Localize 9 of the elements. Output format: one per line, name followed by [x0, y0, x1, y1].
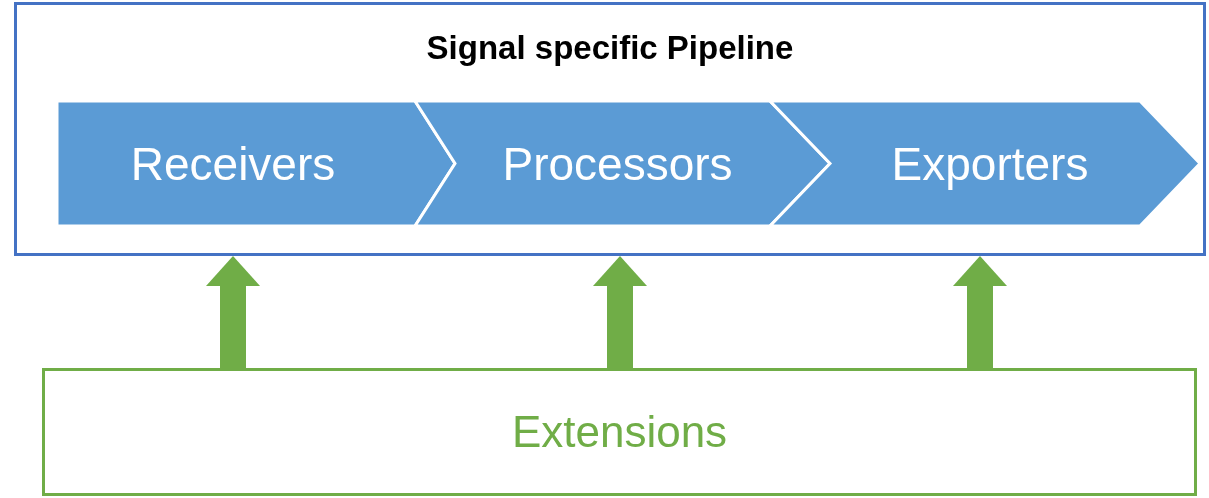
thick-arrow	[206, 256, 260, 368]
thick-arrow	[953, 256, 1007, 368]
step-label: Exporters	[891, 136, 1089, 191]
thick-arrow	[593, 256, 647, 368]
extensions-box	[42, 368, 1197, 496]
chevron-step	[57, 101, 455, 226]
step-label: Receivers	[130, 136, 336, 191]
pipeline-title: Signal specific Pipeline	[425, 29, 795, 67]
box-label: Extensions	[511, 407, 728, 457]
